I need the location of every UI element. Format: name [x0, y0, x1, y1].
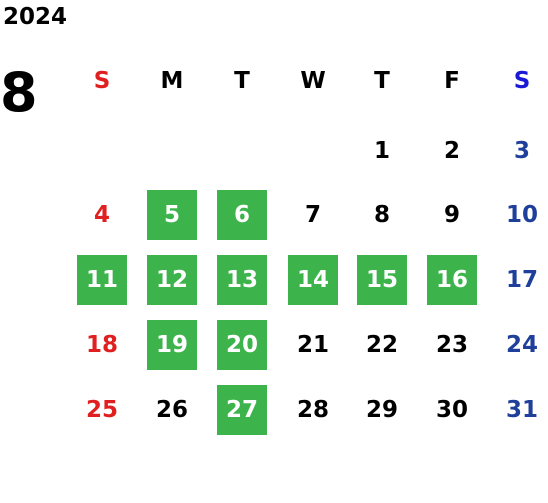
weekday-tuesday: T: [234, 68, 250, 94]
day-cell-8[interactable]: 8: [373, 202, 390, 228]
day-cell-17[interactable]: 17: [505, 267, 538, 293]
day-cell-1[interactable]: 1: [373, 138, 390, 164]
day-cell-29[interactable]: 29: [365, 397, 398, 423]
day-cell-2[interactable]: 2: [443, 138, 460, 164]
day-cell-19[interactable]: 19: [147, 320, 197, 370]
day-cell-16[interactable]: 16: [427, 255, 477, 305]
day-cell-4[interactable]: 4: [93, 202, 110, 228]
day-cell-27[interactable]: 27: [217, 385, 267, 435]
day-cell-9[interactable]: 9: [443, 202, 460, 228]
day-cell-31[interactable]: 31: [505, 397, 538, 423]
month-number: 8: [0, 61, 38, 124]
day-cell-21[interactable]: 21: [296, 332, 329, 358]
day-cell-20[interactable]: 20: [217, 320, 267, 370]
weekday-friday: F: [444, 68, 460, 94]
weekday-monday: M: [160, 68, 184, 94]
day-cell-14[interactable]: 14: [288, 255, 338, 305]
day-cell-7[interactable]: 7: [304, 202, 321, 228]
day-cell-6[interactable]: 6: [217, 190, 267, 240]
day-cell-15[interactable]: 15: [357, 255, 407, 305]
year-label: 2024: [3, 4, 68, 30]
day-cell-11[interactable]: 11: [77, 255, 127, 305]
day-cell-5[interactable]: 5: [147, 190, 197, 240]
weekday-saturday: S: [513, 68, 531, 94]
day-cell-13[interactable]: 13: [217, 255, 267, 305]
day-cell-28[interactable]: 28: [296, 397, 329, 423]
day-cell-22[interactable]: 22: [365, 332, 398, 358]
day-cell-24[interactable]: 24: [505, 332, 538, 358]
weekday-wednesday: W: [300, 68, 326, 94]
day-cell-23[interactable]: 23: [435, 332, 468, 358]
day-cell-25[interactable]: 25: [85, 397, 118, 423]
weekday-sunday: S: [93, 68, 111, 94]
day-cell-3[interactable]: 3: [513, 138, 530, 164]
weekday-thursday: T: [374, 68, 390, 94]
day-cell-12[interactable]: 12: [147, 255, 197, 305]
day-cell-30[interactable]: 30: [435, 397, 468, 423]
day-cell-18[interactable]: 18: [85, 332, 118, 358]
day-cell-26[interactable]: 26: [155, 397, 188, 423]
day-cell-10[interactable]: 10: [505, 202, 538, 228]
